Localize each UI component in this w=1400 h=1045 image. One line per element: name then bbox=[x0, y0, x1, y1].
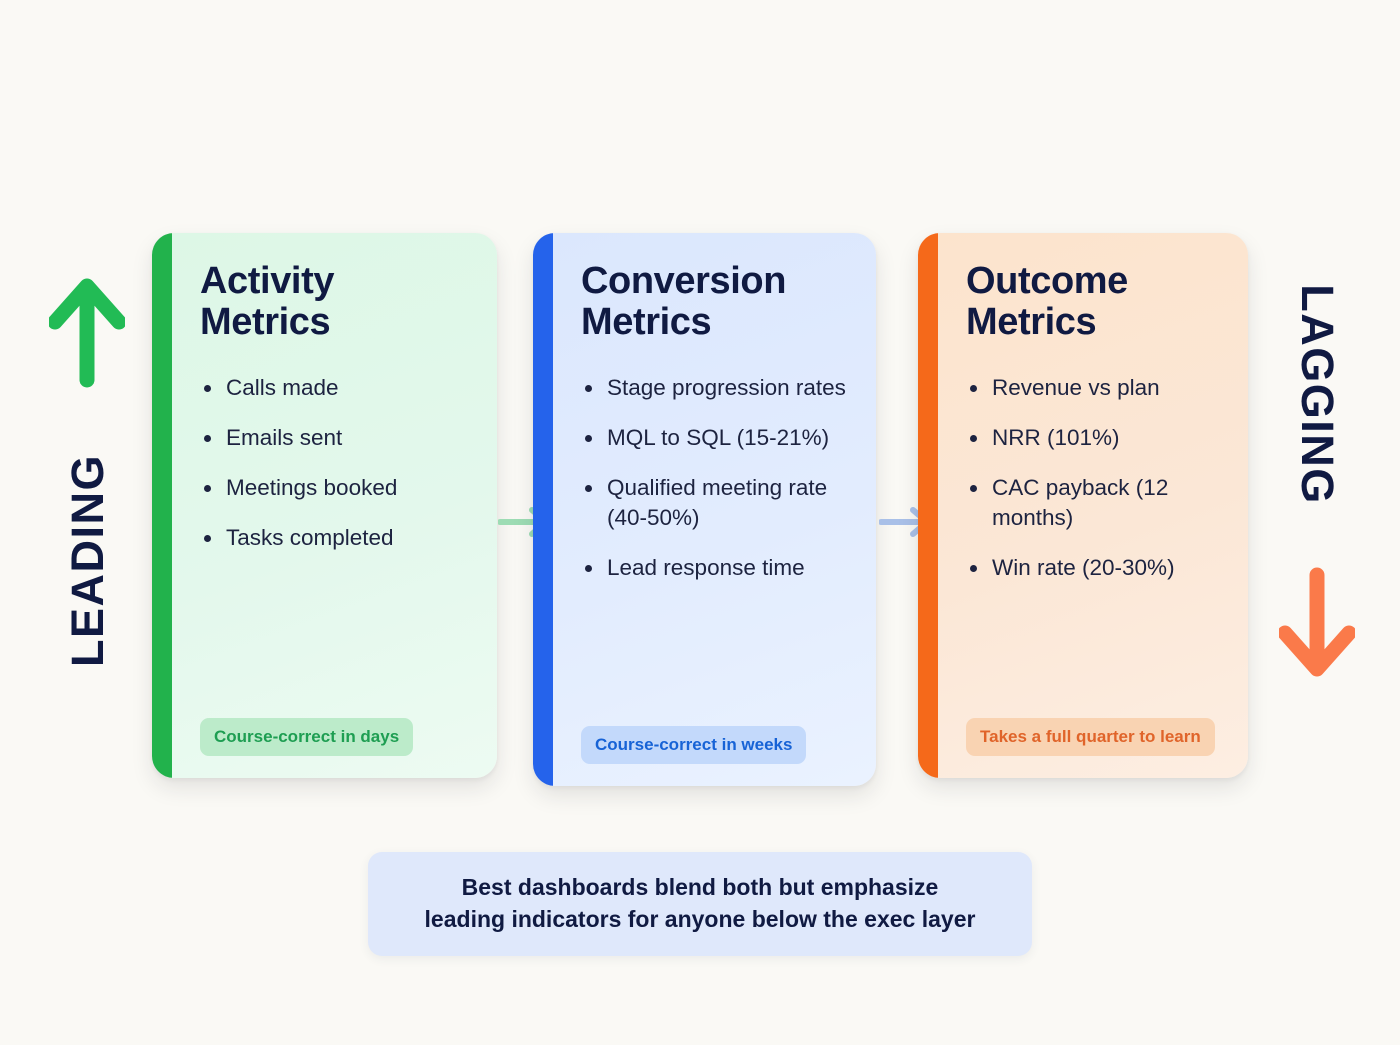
card-body-activity: Activity Metrics Calls made Emails sent … bbox=[172, 233, 497, 778]
card-activity-metrics[interactable]: Activity Metrics Calls made Emails sent … bbox=[152, 233, 497, 778]
list-item: Emails sent bbox=[200, 423, 471, 453]
lagging-label: LAGGING bbox=[1291, 284, 1343, 505]
card-body-outcome: Outcome Metrics Revenue vs plan NRR (101… bbox=[938, 233, 1248, 778]
list-item: Qualified meeting rate (40-50%) bbox=[581, 473, 850, 533]
footer-callout-text: Best dashboards blend both but emphasize… bbox=[424, 874, 976, 932]
card-accent-bar-outcome bbox=[918, 233, 938, 778]
list-item: NRR (101%) bbox=[966, 423, 1222, 453]
card-title-activity: Activity Metrics bbox=[200, 260, 335, 344]
card-title-outcome: Outcome Metrics bbox=[966, 260, 1128, 344]
card-outcome-metrics[interactable]: Outcome Metrics Revenue vs plan NRR (101… bbox=[918, 233, 1248, 778]
status-badge-activity: Course-correct in days bbox=[200, 718, 414, 756]
list-item: MQL to SQL (15-21%) bbox=[581, 423, 850, 453]
list-item: CAC payback (12 months) bbox=[966, 473, 1222, 533]
status-badge-conversion: Course-correct in weeks bbox=[581, 726, 807, 764]
arrow-down-icon bbox=[1279, 567, 1355, 677]
card-accent-bar-activity bbox=[152, 233, 172, 778]
arrow-up-icon bbox=[49, 278, 125, 388]
list-item: Calls made bbox=[200, 373, 471, 403]
list-item: Stage progression rates bbox=[581, 373, 850, 403]
card-conversion-metrics[interactable]: Conversion Metrics Stage progression rat… bbox=[533, 233, 876, 786]
lagging-rail: LAGGING bbox=[1262, 284, 1372, 677]
metric-list-conversion: Stage progression rates MQL to SQL (15-2… bbox=[581, 373, 850, 726]
list-item: Meetings booked bbox=[200, 473, 471, 503]
list-item: Lead response time bbox=[581, 553, 850, 583]
list-item: Tasks completed bbox=[200, 523, 471, 553]
card-title-conversion: Conversion Metrics bbox=[581, 260, 787, 344]
metric-list-activity: Calls made Emails sent Meetings booked T… bbox=[200, 373, 471, 718]
list-item: Win rate (20-30%) bbox=[966, 553, 1222, 583]
status-badge-outcome: Takes a full quarter to learn bbox=[966, 718, 1215, 756]
metric-list-outcome: Revenue vs plan NRR (101%) CAC payback (… bbox=[966, 373, 1222, 718]
card-body-conversion: Conversion Metrics Stage progression rat… bbox=[553, 233, 876, 786]
footer-callout-banner: Best dashboards blend both but emphasize… bbox=[368, 852, 1032, 956]
leading-label: LEADING bbox=[61, 454, 113, 667]
list-item: Revenue vs plan bbox=[966, 373, 1222, 403]
leading-rail: LEADING bbox=[32, 278, 142, 667]
card-accent-bar-conversion bbox=[533, 233, 553, 786]
